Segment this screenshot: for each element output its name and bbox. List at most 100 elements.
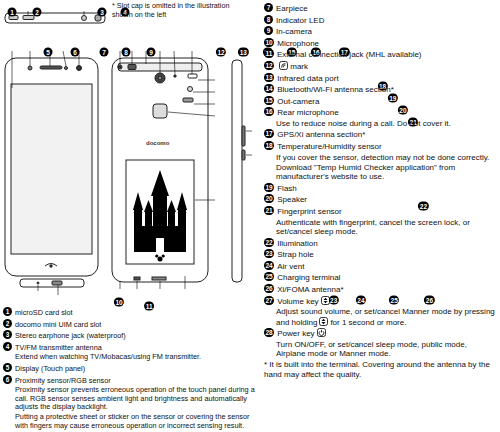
callout-number: 9 <box>264 26 273 35</box>
back-view <box>112 58 208 282</box>
part-description: Extend when watching TV/Mobacas/using FM… <box>15 353 258 362</box>
part-entry: 7Earpiece <box>264 3 497 15</box>
callout-number: 2 <box>3 319 12 328</box>
part-name: mark <box>290 62 308 71</box>
icon-frame <box>280 61 288 69</box>
icon-mark <box>319 330 324 336</box>
part-name: GPS/Xi antenna section* <box>277 130 365 139</box>
icon-mark <box>322 318 326 323</box>
part-entry: 10Microphone <box>264 38 497 50</box>
part-entry: 3Stereo earphone jack (waterproof) <box>3 330 258 342</box>
callout-number: 6 <box>71 48 80 57</box>
illumination-castle <box>144 200 153 212</box>
part-entry: 25Charging terminal <box>264 272 497 284</box>
entry-head: 22Illumination <box>264 238 497 250</box>
illumination-castle <box>151 170 169 196</box>
part-entry: 5Display (Touch panel) <box>3 363 258 375</box>
description-text: for 1 second or more. <box>330 318 406 327</box>
part-description: Authenticate with fingerprint, cancel th… <box>276 218 497 237</box>
side-view <box>232 60 242 282</box>
part-name: Speaker <box>277 195 307 204</box>
part-name: TV/FM transmitter antenna <box>15 343 102 352</box>
part-name: Stereo earphone jack (waterproof) <box>15 331 126 340</box>
callout-number: 22 <box>264 238 274 247</box>
leader-line <box>120 51 121 65</box>
illumination-castle <box>178 210 186 252</box>
callout-number: 15 <box>264 96 274 105</box>
leader-line <box>58 285 59 295</box>
part-description: Proximity sensor prevents erroneous oper… <box>15 386 258 412</box>
entry-head: 8Indicator LED <box>264 15 497 27</box>
entry-head: 5Display (Touch panel) <box>3 363 258 375</box>
illumination-castle <box>177 192 187 210</box>
entry-head: 19Flash <box>264 183 497 195</box>
part-name: External connection jack (MHL available) <box>277 50 422 59</box>
front-view <box>77 66 82 71</box>
front-view <box>5 58 98 276</box>
callout-number: 26 <box>264 284 274 293</box>
callout-number: 10 <box>114 298 124 307</box>
part-entry: 27Volume keyAdjust sound volume, or set/… <box>264 296 497 327</box>
callout-number: 23 <box>329 296 339 305</box>
back-view <box>112 58 208 282</box>
entry-head: 18Temperature/Humidity sensor <box>264 141 497 153</box>
leader-line <box>185 276 186 289</box>
leader-line <box>160 281 161 289</box>
leader-line <box>38 285 39 291</box>
leader-line <box>198 80 215 81</box>
front-view <box>11 84 92 254</box>
back-view <box>134 277 140 280</box>
top-edge-view <box>23 16 34 20</box>
callout-number: 14 <box>264 84 274 93</box>
part-entry: 23Strap hole <box>264 249 497 261</box>
part-entry: 18Temperature/Humidity sensorIf you cove… <box>264 141 497 182</box>
entry-head: 14Bluetooth/Wi-Fi antenna section* <box>264 84 497 96</box>
part-entry: 11External connection jack (MHL availabl… <box>264 49 497 61</box>
bottom-edge-view <box>20 279 84 287</box>
illumination-castle <box>140 226 180 252</box>
felica-icon <box>279 61 288 70</box>
part-name: In-camera <box>276 27 312 36</box>
bottom-edge-view <box>52 281 62 285</box>
entry-head: 26Xi/FOMA antenna* <box>264 284 497 296</box>
back-view <box>188 74 197 78</box>
illumination-castle <box>162 254 165 257</box>
callout-number: 22 <box>418 202 428 211</box>
top-edge-view <box>5 13 105 23</box>
callout-number: 25 <box>264 272 274 281</box>
callout-number: 25 <box>389 296 399 305</box>
part-entry: 17GPS/Xi antenna section* <box>264 129 497 141</box>
part-name: Illumination <box>277 239 317 248</box>
leader-line <box>174 51 175 74</box>
front-view <box>65 67 68 70</box>
part-name: Proximity sensor/RGB sensor <box>15 376 111 385</box>
vol-icon <box>319 317 328 326</box>
entry-head: 21Fingerprint sensor <box>264 206 497 218</box>
callout-number: 12 <box>216 48 226 57</box>
part-name: Flash <box>277 184 297 193</box>
callout-number: 11 <box>264 49 274 58</box>
back-view <box>155 73 165 83</box>
callout-number: 8 <box>264 15 273 24</box>
part-name: Fingerprint sensor <box>277 207 341 216</box>
callout-number: 16 <box>264 107 274 116</box>
callout-number: 13 <box>238 48 248 57</box>
icon-frame <box>317 328 325 336</box>
part-entry: 4TV/FM transmitter antennaExtend when wa… <box>3 342 258 362</box>
leader-line <box>137 281 138 289</box>
entry-head: 7Earpiece <box>264 3 497 15</box>
part-entry: 28Power keyTurn ON/OFF, or set/cancel sl… <box>264 328 497 358</box>
part-name: Temperature/Humidity sensor <box>277 142 381 151</box>
leader-line <box>195 200 215 201</box>
entry-head: 28Power key <box>264 328 497 340</box>
illumination-castle <box>133 192 143 210</box>
entry-head: 4TV/FM transmitter antenna <box>3 342 258 354</box>
part-entry: 19Flash <box>264 183 497 195</box>
part-name: Air vent <box>277 262 304 271</box>
back-view <box>174 75 176 77</box>
part-description: Download "Temp Humid Checker application… <box>276 163 497 182</box>
part-name: docomo mini UIM card slot <box>15 320 101 329</box>
entry-head: 25Charging terminal <box>264 272 497 284</box>
entry-head: 20Speaker <box>264 194 497 206</box>
entry-head: 17GPS/Xi antenna section* <box>264 129 497 141</box>
